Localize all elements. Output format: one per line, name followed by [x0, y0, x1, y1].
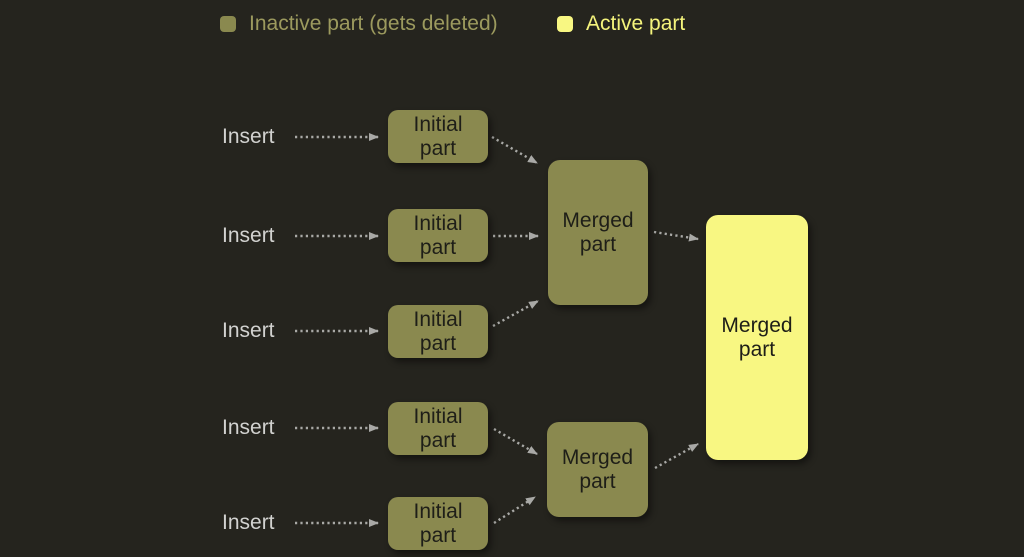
- insert-label-5: Insert: [222, 511, 275, 534]
- insert-label-1: Insert: [222, 125, 275, 148]
- merged-part-node-1: Merged part: [548, 160, 648, 305]
- insert-label-2: Insert: [222, 224, 275, 247]
- merged-part-label-2: Merged part: [561, 445, 634, 493]
- merged-part-final-label: Merged part: [721, 313, 793, 361]
- arrow-initial3-merged1: [492, 299, 539, 328]
- legend-item-active: Active part: [557, 11, 685, 37]
- arrow-initial5-merged2: [493, 495, 536, 525]
- merged-part-node-2: Merged part: [547, 422, 648, 517]
- merged-part-final-node: Merged part: [706, 215, 808, 460]
- arrow-initial1-merged1: [491, 135, 538, 165]
- initial-part-label-2: Initial part: [413, 211, 463, 259]
- legend-label-active: Active part: [586, 12, 686, 35]
- legend-item-inactive: Inactive part (gets deleted): [220, 11, 498, 37]
- initial-part-label-3: Initial part: [413, 307, 463, 355]
- initial-part-node-4: Initial part: [388, 402, 488, 455]
- active-part-swatch-icon: [557, 16, 573, 32]
- insert-label-4: Insert: [222, 416, 275, 439]
- legend-label-inactive: Inactive part (gets deleted): [249, 12, 498, 35]
- arrow-merged1-final: [653, 230, 699, 242]
- initial-part-label-1: Initial part: [413, 112, 463, 160]
- inactive-part-swatch-icon: [220, 16, 236, 32]
- initial-part-label-4: Initial part: [413, 404, 463, 452]
- initial-part-node-5: Initial part: [388, 497, 488, 550]
- merged-part-label-1: Merged part: [562, 208, 634, 256]
- initial-part-node-3: Initial part: [388, 305, 488, 358]
- initial-part-node-2: Initial part: [388, 209, 488, 262]
- insert-label-3: Insert: [222, 319, 275, 342]
- initial-part-node-1: Initial part: [388, 110, 488, 163]
- arrow-merged2-final: [654, 442, 699, 470]
- arrow-initial4-merged2: [493, 427, 538, 456]
- initial-part-label-5: Initial part: [413, 499, 463, 547]
